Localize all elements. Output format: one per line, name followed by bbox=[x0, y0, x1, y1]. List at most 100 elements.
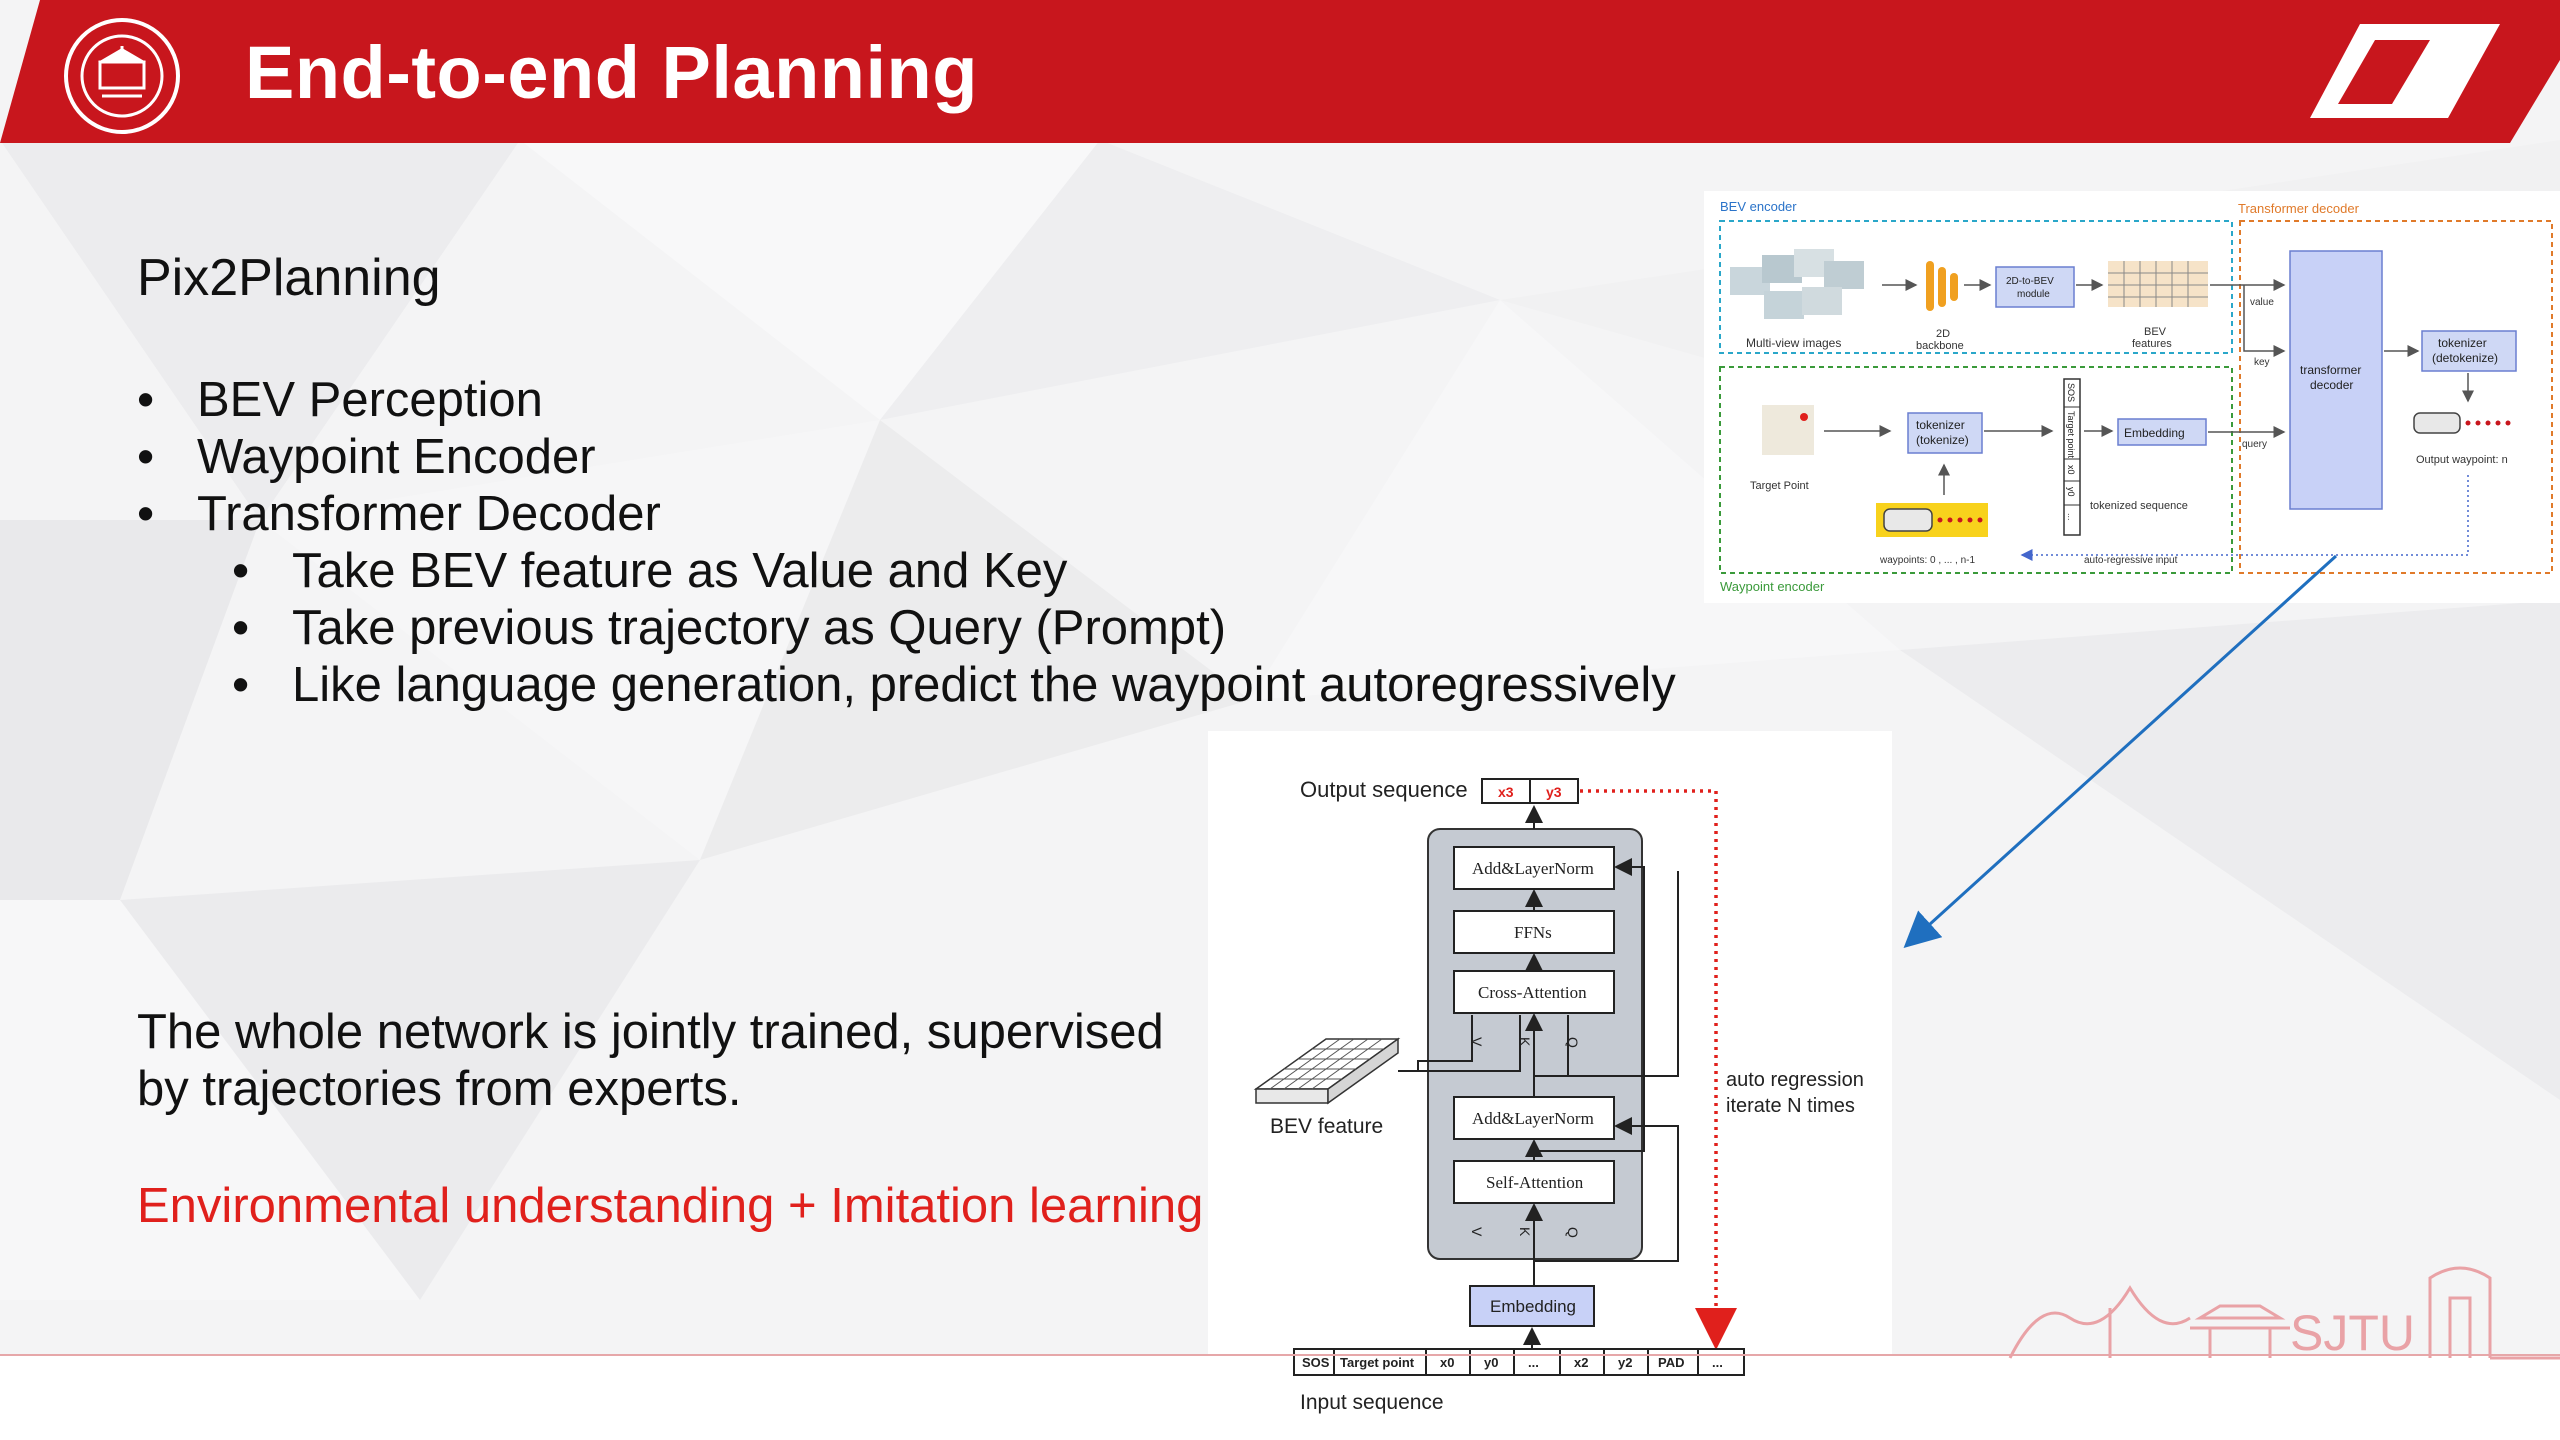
summary-text: The whole network is jointly trained, su… bbox=[137, 1004, 1187, 1118]
self-attention-label: Self-Attention bbox=[1486, 1173, 1584, 1192]
bev-feature-grid bbox=[1253, 1037, 1401, 1105]
camera-image bbox=[1824, 261, 1864, 289]
self-k-label: K bbox=[1517, 1227, 1533, 1237]
token-dots: ... bbox=[2066, 513, 2076, 521]
input-sequence: SOS Target point x0 y0 ... x2 y2 PAD ... bbox=[1293, 1348, 1745, 1376]
query-label: query bbox=[2242, 439, 2267, 450]
input-token: ... bbox=[1712, 1355, 1723, 1370]
token-y0: y0 bbox=[2066, 487, 2076, 497]
cross-attention-label: Cross-Attention bbox=[1478, 983, 1587, 1002]
transformer-decoder-label: Transformer decoder bbox=[2238, 201, 2360, 216]
sjtu-brand-text: SJTU bbox=[2290, 1305, 2415, 1361]
auto-regression-label: iterate N times bbox=[1726, 1095, 1855, 1117]
tokenized-sequence-label: tokenized sequence bbox=[2090, 500, 2188, 512]
output-waypoint-label: Output waypoint: n bbox=[2416, 454, 2508, 466]
bev-encoder-label: BEV encoder bbox=[1720, 199, 1797, 214]
output-token-x3: x3 bbox=[1498, 784, 1514, 800]
input-waypoints bbox=[1937, 517, 1983, 523]
sub-bullet-item: Take BEV feature as Value and Key bbox=[137, 543, 1676, 600]
architecture-figure: BEV encoder Transformer decoder Waypoint… bbox=[1704, 191, 2560, 603]
input-token: PAD bbox=[1658, 1355, 1684, 1370]
embedding-block bbox=[1469, 1285, 1595, 1327]
connector-arrow bbox=[1903, 554, 2338, 949]
embedding-box bbox=[2117, 418, 2207, 446]
bullet-list: BEV Perception Waypoint Encoder Transfor… bbox=[137, 372, 1676, 714]
target-point-label: Target Point bbox=[1750, 480, 1809, 492]
tokenizer-box bbox=[1907, 412, 1983, 454]
self-attention-block bbox=[1453, 1160, 1615, 1204]
bullet-item: Waypoint Encoder bbox=[137, 429, 1676, 486]
multiview-label: Multi-view images bbox=[1746, 336, 1841, 350]
token-target: Target point bbox=[2066, 411, 2076, 459]
input-token: x0 bbox=[1440, 1355, 1454, 1370]
waypoint-encoder-label: Waypoint encoder bbox=[1720, 579, 1825, 594]
bullet-item: BEV Perception bbox=[137, 372, 1676, 429]
bev-features-grid bbox=[2108, 261, 2208, 307]
transformer-decoder-box bbox=[2239, 220, 2553, 574]
section-subtitle: Pix2Planning bbox=[137, 249, 441, 307]
output-sequence-label: Output sequence bbox=[1300, 777, 1468, 802]
highlight-text: Environmental understanding + Imitation … bbox=[137, 1179, 1204, 1233]
token-sos: SOS bbox=[2066, 383, 2076, 402]
add-norm-label: Add&LayerNorm bbox=[1472, 859, 1594, 878]
input-token: ... bbox=[1528, 1355, 1539, 1370]
decoder-label: transformer bbox=[2300, 363, 2361, 377]
input-sequence-label: Input sequence bbox=[1300, 1391, 1444, 1414]
key-label: key bbox=[2254, 357, 2270, 368]
backbone-label: backbone bbox=[1916, 340, 1964, 352]
waypoint-encoder-box bbox=[1719, 366, 2233, 574]
summary-line: by trajectories from experts. bbox=[137, 1062, 742, 1116]
bullet-item: Transformer Decoder bbox=[137, 486, 1676, 543]
value-label: value bbox=[2250, 297, 2274, 308]
embedding-label: Embedding bbox=[2124, 426, 2185, 440]
cross-q-label: Q bbox=[1565, 1037, 1581, 1048]
bev-module-label: 2D-to-BEV bbox=[2006, 276, 2054, 287]
sub-bullet-item: Like language generation, predict the wa… bbox=[137, 657, 1676, 714]
bev-feature-label: BEV feature bbox=[1270, 1115, 1383, 1138]
detokenizer-label: tokenizer bbox=[2438, 336, 2487, 350]
input-token: y2 bbox=[1618, 1355, 1632, 1370]
input-token: Target point bbox=[1340, 1355, 1415, 1370]
bev-module-box bbox=[1995, 266, 2075, 308]
embedding-label: Embedding bbox=[1490, 1297, 1576, 1316]
add-norm-label: Add&LayerNorm bbox=[1472, 1109, 1594, 1128]
cross-v-label: V bbox=[1469, 1037, 1485, 1047]
backbone-layer bbox=[1926, 261, 1934, 311]
decoder-label: decoder bbox=[2310, 378, 2353, 392]
input-token: y0 bbox=[1484, 1355, 1498, 1370]
ffn-label: FFNs bbox=[1514, 923, 1552, 942]
cross-k-label: K bbox=[1517, 1037, 1533, 1047]
sub-bullet-item: Take previous trajectory as Query (Promp… bbox=[137, 600, 1676, 657]
bev-module-label: module bbox=[2017, 289, 2050, 300]
token-x0: x0 bbox=[2066, 465, 2076, 475]
target-map-image bbox=[1762, 405, 1814, 455]
tokenizer-label: tokenizer bbox=[1916, 418, 1965, 432]
auto-regressive-label: auto-regressive input bbox=[2084, 555, 2178, 566]
detokenizer-label: (detokenize) bbox=[2432, 351, 2498, 365]
auto-regression-loop bbox=[1580, 789, 1737, 1350]
backbone-layer bbox=[1950, 273, 1958, 301]
bev-features-label: BEV bbox=[2144, 326, 2167, 338]
self-q-label: Q bbox=[1565, 1227, 1581, 1238]
university-seal-icon bbox=[62, 16, 182, 136]
camera-image bbox=[1764, 291, 1804, 319]
camera-image bbox=[1802, 287, 1842, 315]
output-token bbox=[1529, 778, 1579, 804]
input-token: SOS bbox=[1302, 1355, 1330, 1370]
output-token bbox=[1481, 778, 1531, 804]
transformer-decoder-block bbox=[2289, 250, 2383, 510]
bev-features-label: features bbox=[2132, 338, 2172, 350]
car-icon bbox=[2413, 412, 2461, 434]
backbone-label: 2D bbox=[1936, 328, 1950, 340]
auto-regression-label: auto regression bbox=[1726, 1069, 1864, 1091]
output-waypoints bbox=[2465, 420, 2511, 426]
bev-encoder-box bbox=[1719, 220, 2233, 354]
summary-line: The whole network is jointly trained, su… bbox=[137, 1005, 1164, 1059]
header-bar bbox=[0, 0, 2560, 143]
sjtu-footer-logo: SJTU bbox=[2008, 1266, 2560, 1361]
self-v-label: V bbox=[1469, 1227, 1485, 1237]
cross-attention-block bbox=[1453, 970, 1615, 1014]
waypoints-label: waypoints: 0 , ... , n-1 bbox=[1879, 555, 1975, 566]
ffn-block bbox=[1453, 910, 1615, 954]
token-column: SOS Target point x0 y0 ... bbox=[2063, 378, 2081, 536]
